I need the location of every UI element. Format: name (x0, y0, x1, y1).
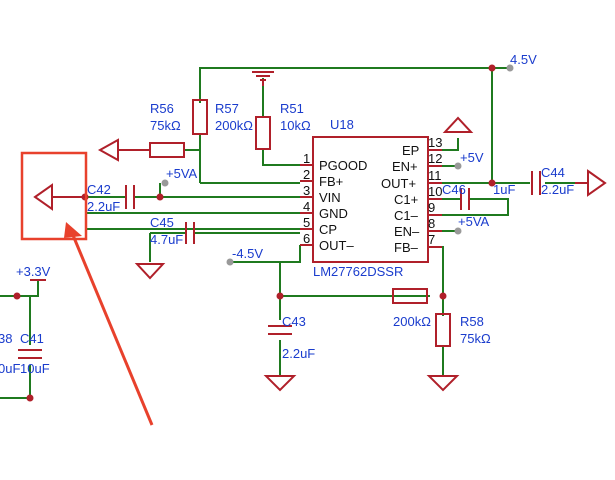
output-flag-icon[interactable] (587, 169, 607, 197)
pin-1-name: PGOOD (319, 158, 367, 173)
c45-value: 4.7uF (150, 232, 183, 247)
net-flag-icon (97, 138, 119, 162)
net-neg4v5-label: -4.5V (232, 246, 263, 261)
ground-symbols (134, 71, 474, 392)
capacitor-c43[interactable]: C43 2.2uF (268, 314, 315, 361)
r56-ref: R56 (150, 101, 174, 116)
pin-12-number: 12 (428, 151, 442, 166)
c43-value: 2.2uF (282, 346, 315, 361)
ground-icon (134, 263, 166, 280)
pin-8-name: EN– (394, 224, 420, 239)
pin-4-number: 4 (303, 199, 310, 214)
capacitor-c45[interactable]: C45 4.7uF (150, 215, 195, 247)
pin-6-name: OUT– (319, 238, 354, 253)
c38-ref-partial: 38 (0, 331, 12, 346)
junction-dots (13, 64, 496, 402)
pin-9-number: 9 (428, 200, 435, 215)
pin-10-name: C1+ (394, 192, 418, 207)
c41-ref: C41 (20, 331, 44, 346)
ic-left-pins: 1 2 3 4 5 6 PGOOD FB+ VIN GND CP OUT– (300, 151, 367, 253)
pin-7-number: 7 (428, 232, 435, 247)
net-5va-en-label: +5VA (458, 214, 490, 229)
c46-ref: C46 (442, 182, 466, 197)
r-fb-value: 200kΩ (393, 314, 431, 329)
c45-ref: C45 (150, 215, 174, 230)
ic-right-pins: 13 12 11 10 9 8 7 EP EN+ OUT+ C1+ C1– EN… (381, 135, 442, 255)
pin-2-name: FB+ (319, 174, 343, 189)
pin-4-name: GND (319, 206, 348, 221)
pin-7-name: FB– (394, 240, 419, 255)
capacitor-c44[interactable]: C44 2.2uF (531, 165, 574, 197)
ground-icon (442, 116, 474, 133)
c44-value: 2.2uF (541, 182, 574, 197)
ground-icon (263, 375, 297, 392)
highlight-annotation (20, 151, 154, 426)
net-5va-label: +5VA (166, 166, 198, 181)
c41-value: 10uF (20, 361, 50, 376)
net-markers (161, 64, 514, 266)
arrow-head-icon (64, 222, 82, 238)
ic-ref-label: U18 (330, 117, 354, 132)
r56-value: 75kΩ (150, 118, 181, 133)
c38-value-partial: 0uF (0, 361, 20, 376)
ground-icon (252, 71, 274, 86)
pin-13-name: EP (402, 143, 419, 158)
pin-5-name: CP (319, 222, 337, 237)
r57-value: 200kΩ (215, 118, 253, 133)
c42-ref: C42 (87, 182, 111, 197)
pin-6-number: 6 (303, 231, 310, 246)
pin-8-number: 8 (428, 216, 435, 231)
r51-ref: R51 (280, 101, 304, 116)
resistor-r51[interactable]: R51 10kΩ (255, 101, 311, 150)
r58-ref: R58 (460, 314, 484, 329)
pin-1-number: 1 (303, 151, 310, 166)
pin-9-name: C1– (394, 208, 419, 223)
pin-2-number: 2 (303, 167, 310, 182)
capacitor-c42[interactable]: C42 2.2uF (87, 182, 135, 214)
pin-11-number: 11 (428, 168, 442, 183)
net-3v3-label: +3.3V (16, 264, 51, 279)
r51-value: 10kΩ (280, 118, 311, 133)
pin-5-number: 5 (303, 215, 310, 230)
resistor-r58[interactable]: R58 75kΩ (435, 313, 491, 347)
ic-u18[interactable]: U18 LM27762DSSR 1 2 3 4 5 6 PGOOD FB+ VI… (300, 117, 442, 279)
net-flag-icon (33, 183, 53, 211)
r58-value: 75kΩ (460, 331, 491, 346)
net-4v5-label: 4.5V (510, 52, 537, 67)
highlight-box (20, 151, 88, 241)
c44-ref: C44 (541, 165, 565, 180)
ic-part-label: LM27762DSSR (313, 264, 403, 279)
pin-10-number: 10 (428, 184, 442, 199)
pin-11-name: OUT+ (381, 176, 416, 191)
ground-icon (426, 375, 460, 392)
net-5v-en-label: +5V (460, 150, 484, 165)
capacitor-c41[interactable]: C41 10uF 38 0uF (0, 331, 50, 376)
c43-ref: C43 (282, 314, 306, 329)
pin-12-name: EN+ (392, 159, 418, 174)
pin-3-number: 3 (303, 183, 310, 198)
r57-ref: R57 (215, 101, 239, 116)
resistor-r56[interactable]: R56 75kΩ (97, 101, 185, 162)
pin-3-name: VIN (319, 190, 341, 205)
pointer-arrow (68, 227, 154, 426)
capacitor-c46[interactable]: C46 1uF (442, 182, 515, 210)
resistor-fb[interactable]: 200kΩ (392, 288, 431, 329)
c42-value: 2.2uF (87, 199, 120, 214)
pin-13-number: 13 (428, 135, 442, 150)
c46-value: 1uF (493, 182, 515, 197)
resistor-r57[interactable]: R57 200kΩ (192, 99, 253, 135)
power-flag-3v3: +3.3V (16, 264, 51, 281)
